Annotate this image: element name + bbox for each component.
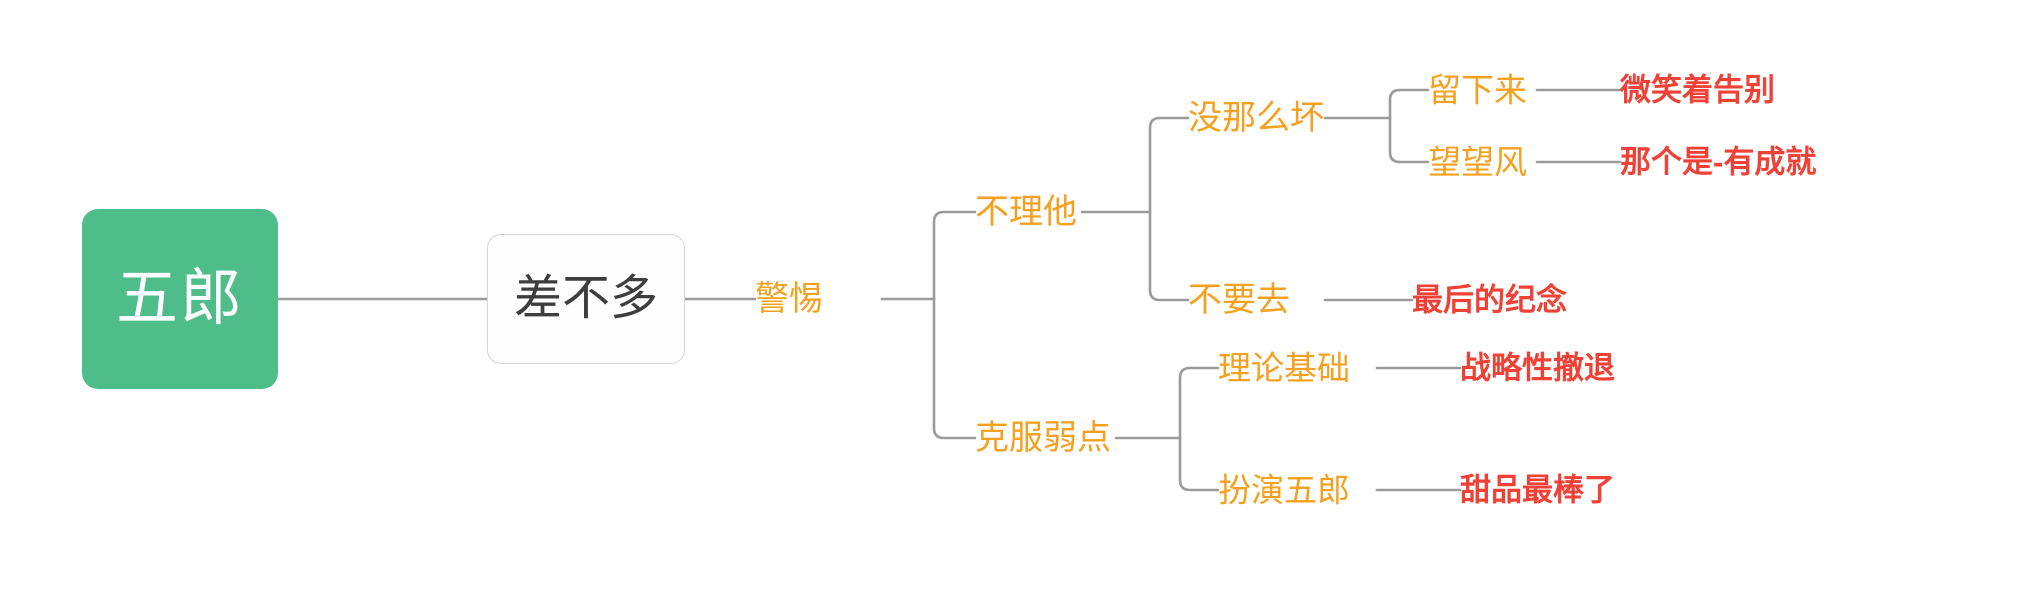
leaf-weixiaozhegaobie[interactable]: 微笑着告别 [1620, 72, 1775, 108]
node-level1[interactable]: 差不多 [487, 234, 685, 364]
node-buyaoqu[interactable]: 不要去 [1188, 281, 1290, 319]
edge-trunk-bracket-lower [932, 297, 977, 440]
leaf-zuihoudejinian[interactable]: 最后的纪念 [1412, 282, 1567, 318]
node-meinamehuai[interactable]: 没那么坏 [1188, 99, 1324, 137]
edge-kefuruodian-bracket-lower [1178, 436, 1220, 492]
edge-meinamehuai-bracket-lower [1388, 116, 1430, 164]
edge-buliita-bracket-lower [1148, 210, 1190, 302]
edge-kefuruodian-bracket-upper [1178, 366, 1220, 440]
edge-buliita-bracket-upper [1148, 116, 1190, 214]
node-branch-kefuruodian[interactable]: 克服弱点 [975, 419, 1111, 457]
edge-trunk-bracket [932, 210, 977, 301]
leaf-tianpinzuibangle[interactable]: 甜品最棒了 [1460, 472, 1615, 508]
leaf-nageshi-youchengjiu[interactable]: 那个是-有成就 [1620, 144, 1817, 180]
node-root-label: 五郎 [115, 264, 244, 333]
node-level1-label: 差不多 [513, 272, 658, 325]
leaf-zhanlvexingchetui[interactable]: 战略性撤退 [1460, 350, 1615, 386]
edge-meinamehuai-bracket-upper [1388, 88, 1430, 120]
node-banyanwulang[interactable]: 扮演五郎 [1218, 471, 1350, 509]
node-root[interactable]: 五郎 [82, 209, 278, 389]
node-lilunjichu[interactable]: 理论基础 [1218, 349, 1350, 387]
node-liuxialai[interactable]: 留下来 [1428, 71, 1527, 109]
node-branch-buliita[interactable]: 不理他 [975, 193, 1077, 231]
node-level2[interactable]: 警惕 [755, 280, 823, 318]
node-wangwangfeng[interactable]: 望望风 [1428, 143, 1527, 181]
